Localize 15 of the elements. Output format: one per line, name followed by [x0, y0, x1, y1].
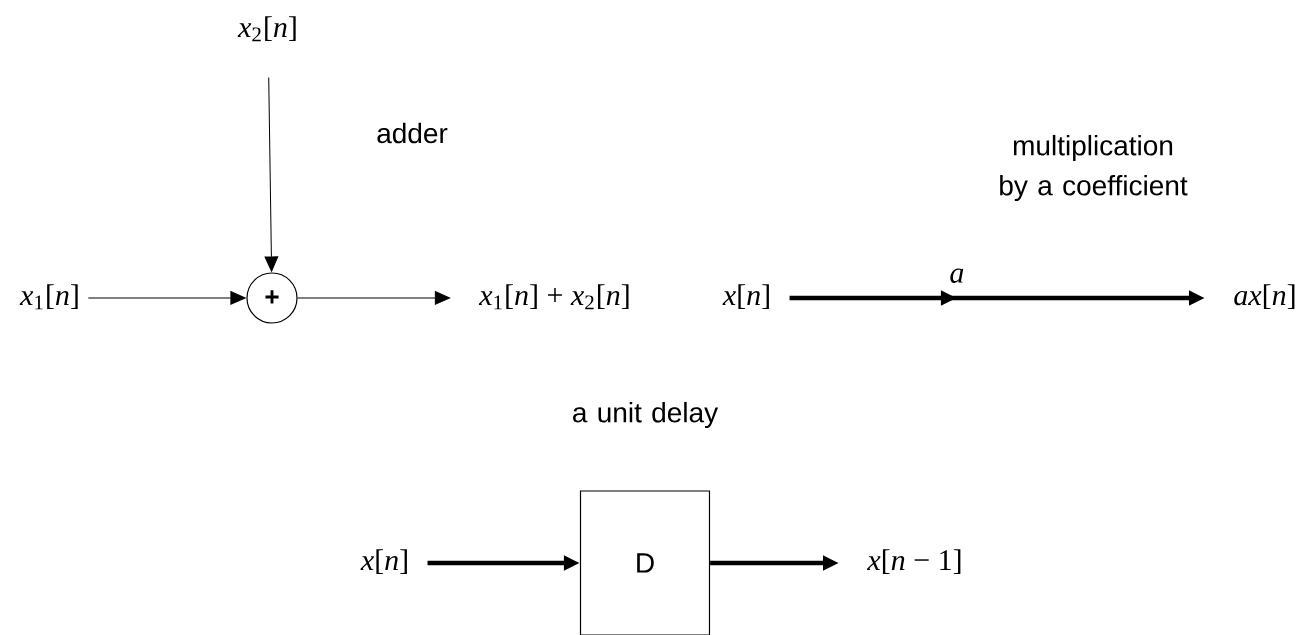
signal-label: x$_{1}$[n]	[19, 284, 78, 310]
caption-text: a unit delay	[573, 401, 719, 429]
delay-box: D	[579, 490, 711, 635]
arrow	[297, 291, 451, 305]
signal-label: x[n − 1]	[867, 549, 961, 574]
signal-label: ax[n]	[1234, 284, 1295, 309]
signal-label: x$_{2}$[n]	[237, 16, 296, 42]
caption-text: adder	[377, 122, 448, 144]
signal-label: x$_{1}$[n] + x$_{2}$[n]	[478, 284, 629, 310]
signal-label: x[n]	[360, 549, 407, 574]
caption-text: multiplication by a coefficient	[1000, 134, 1188, 202]
arrow	[264, 76, 279, 272]
signal-label: x[n]	[722, 284, 769, 309]
edge-label: a	[950, 268, 964, 283]
arrow	[87, 291, 246, 305]
